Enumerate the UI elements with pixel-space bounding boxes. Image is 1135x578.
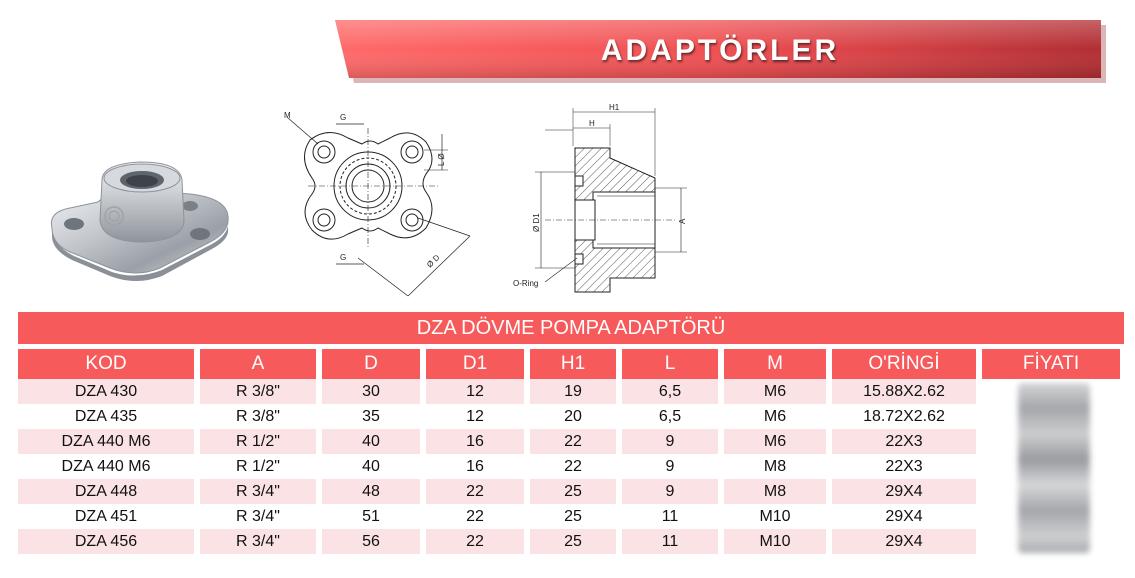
col-header-fiyati: FİYATI (982, 349, 1120, 379)
cell-kod: DZA 456 (18, 529, 194, 554)
table-header-row: KOD A D D1 H1 L M O'RİNGİ FİYATI (18, 349, 1120, 379)
dim-h-label: H (589, 119, 595, 128)
col-header-l: L (622, 349, 718, 379)
cell-a: R 1/2" (200, 454, 316, 479)
cell-oring: 29X4 (832, 504, 976, 529)
dim-a-label: A (678, 218, 687, 224)
price-column-blurred (1018, 383, 1090, 553)
cell-d: 51 (322, 504, 420, 529)
dim-g-bottom-label: G (340, 253, 346, 262)
cell-l: 11 (622, 504, 718, 529)
cell-kod: DZA 430 (18, 379, 194, 404)
cell-d: 40 (322, 429, 420, 454)
cell-h1: 20 (530, 404, 616, 429)
cell-m: M8 (724, 454, 826, 479)
cell-l: 6,5 (622, 379, 718, 404)
front-view-drawing: M G G L Ø Ø D (278, 108, 478, 298)
cell-d1: 22 (426, 479, 524, 504)
cell-d: 35 (322, 404, 420, 429)
cell-a: R 3/4" (200, 529, 316, 554)
cell-h1: 25 (530, 529, 616, 554)
cell-d: 48 (322, 479, 420, 504)
cell-l: 6,5 (622, 404, 718, 429)
cell-kod: DZA 448 (18, 479, 194, 504)
cell-oring: 22X3 (832, 454, 976, 479)
col-header-kod: KOD (18, 349, 194, 379)
ribbon-shape (335, 20, 1106, 83)
adapter-product-image (40, 150, 240, 285)
cell-a: R 3/8" (200, 404, 316, 429)
cell-m: M10 (724, 529, 826, 554)
cell-m: M6 (724, 379, 826, 404)
cell-d1: 12 (426, 404, 524, 429)
table-title: DZA DÖVME POMPA ADAPTÖRÜ (18, 312, 1124, 344)
cell-a: R 3/8" (200, 379, 316, 404)
cell-m: M6 (724, 404, 826, 429)
section-view-drawing: H1 H Ø D1 A O-Ring (505, 100, 705, 298)
cell-m: M10 (724, 504, 826, 529)
col-header-a: A (200, 349, 316, 379)
cell-l: 9 (622, 454, 718, 479)
cell-kod: DZA 435 (18, 404, 194, 429)
dim-l-label: L Ø (437, 153, 446, 166)
adapter-spec-table: KOD A D D1 H1 L M O'RİNGİ FİYATI DZA 430… (12, 349, 1126, 554)
page-title: ADAPTÖRLER (600, 34, 840, 67)
dim-oring-label: O-Ring (513, 279, 538, 288)
cell-m: M6 (724, 429, 826, 454)
cell-d: 30 (322, 379, 420, 404)
cell-kod: DZA 440 M6 (18, 429, 194, 454)
cell-a: R 1/2" (200, 429, 316, 454)
cell-d1: 16 (426, 454, 524, 479)
cell-oring: 15.88X2.62 (832, 379, 976, 404)
cell-h1: 22 (530, 429, 616, 454)
col-header-m: M (724, 349, 826, 379)
dim-m-label: M (284, 111, 291, 120)
cell-oring: 18.72X2.62 (832, 404, 976, 429)
cell-a: R 3/4" (200, 479, 316, 504)
cell-kod: DZA 440 M6 (18, 454, 194, 479)
cell-l: 9 (622, 429, 718, 454)
cell-l: 9 (622, 479, 718, 504)
dim-g-top-label: G (340, 113, 346, 122)
cell-d1: 22 (426, 504, 524, 529)
cell-oring: 29X4 (832, 529, 976, 554)
cell-d1: 12 (426, 379, 524, 404)
col-header-h1: H1 (530, 349, 616, 379)
cell-kod: DZA 451 (18, 504, 194, 529)
cell-d1: 22 (426, 529, 524, 554)
col-header-d: D (322, 349, 420, 379)
cell-d1: 16 (426, 429, 524, 454)
cell-m: M8 (724, 479, 826, 504)
cell-h1: 22 (530, 454, 616, 479)
col-header-oring: O'RİNGİ (832, 349, 976, 379)
cell-d: 56 (322, 529, 420, 554)
cell-oring: 22X3 (832, 429, 976, 454)
cell-h1: 19 (530, 379, 616, 404)
col-header-d1: D1 (426, 349, 524, 379)
cell-h1: 25 (530, 504, 616, 529)
page-header-ribbon: ADAPTÖRLER (333, 18, 1107, 84)
cell-a: R 3/4" (200, 504, 316, 529)
cell-oring: 29X4 (832, 479, 976, 504)
cell-h1: 25 (530, 479, 616, 504)
cell-l: 11 (622, 529, 718, 554)
dim-h1-label: H1 (609, 103, 620, 112)
dim-d1-label: Ø D1 (532, 213, 541, 232)
cell-d: 40 (322, 454, 420, 479)
dim-d-label: Ø D (425, 253, 442, 270)
